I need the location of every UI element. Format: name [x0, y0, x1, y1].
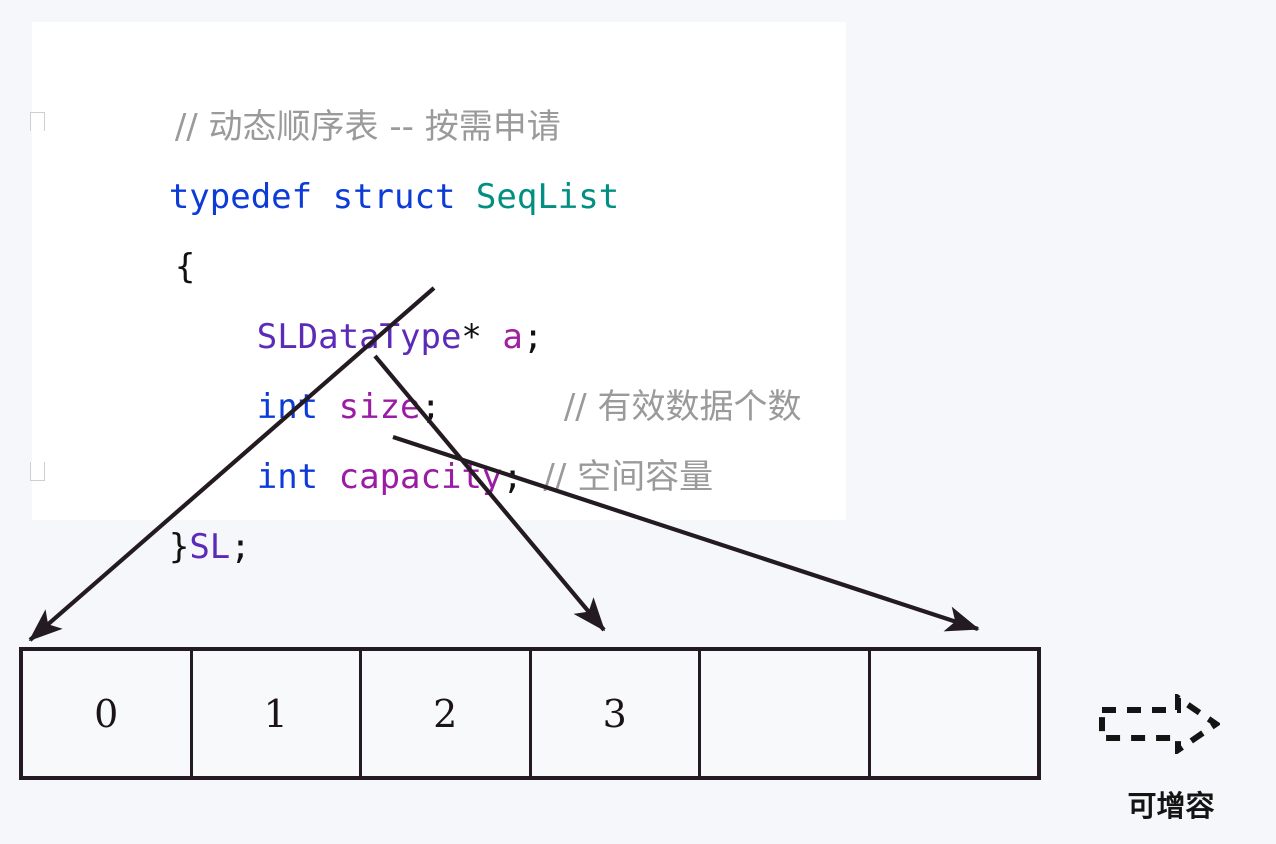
code-token-sl: SL	[189, 527, 231, 567]
code-token-semicolon-a: ;	[522, 317, 544, 357]
array-cell-value-2: 2	[433, 691, 458, 736]
code-line-typedef: typedef struct SeqList	[32, 92, 860, 217]
array-table: 0 1 2 3	[19, 647, 1041, 780]
code-token-typedef: typedef	[168, 177, 313, 217]
array-cell-value-3: 3	[602, 691, 627, 736]
code-token-seqlist: SeqList	[475, 177, 620, 217]
code-line-member-size: int size; // 有效数据个数	[32, 302, 866, 427]
code-token-struct: struct	[332, 177, 456, 217]
code-line-member-a: SLDataType* a;	[32, 232, 866, 357]
expandable-arrow-icon	[1099, 694, 1220, 754]
array-cell-5	[871, 651, 1038, 776]
array-cell-2: 2	[362, 651, 532, 776]
code-token-comment: // 动态顺序表 -- 按需申请	[174, 107, 561, 147]
code-block: // 动态顺序表 -- 按需申请 typedef struct SeqList …	[30, 22, 846, 567]
code-line-close-brace: }SL;	[32, 442, 860, 567]
fold-marker-typedef[interactable]	[30, 112, 45, 131]
array-cell-3: 3	[532, 651, 701, 776]
code-line-member-capacity: int capacity; // 空间容量	[32, 372, 866, 497]
code-token-open-brace: {	[174, 247, 196, 287]
code-line-open-brace: {	[32, 162, 866, 287]
expandable-label: 可增容	[1127, 789, 1215, 823]
code-line-comment: // 动态顺序表 -- 按需申请	[32, 22, 866, 147]
array-cell-0: 0	[23, 651, 193, 776]
array-cell-value-0: 0	[94, 691, 119, 736]
code-token-var-a: a	[502, 317, 523, 357]
array-cell-value-1: 1	[263, 691, 288, 736]
code-token-semicolon-sl: ;	[230, 527, 251, 567]
array-cell-4	[701, 651, 871, 776]
code-token-close-brace: }	[168, 527, 190, 567]
array-cell-1: 1	[193, 651, 362, 776]
code-token-star: *	[461, 317, 482, 357]
